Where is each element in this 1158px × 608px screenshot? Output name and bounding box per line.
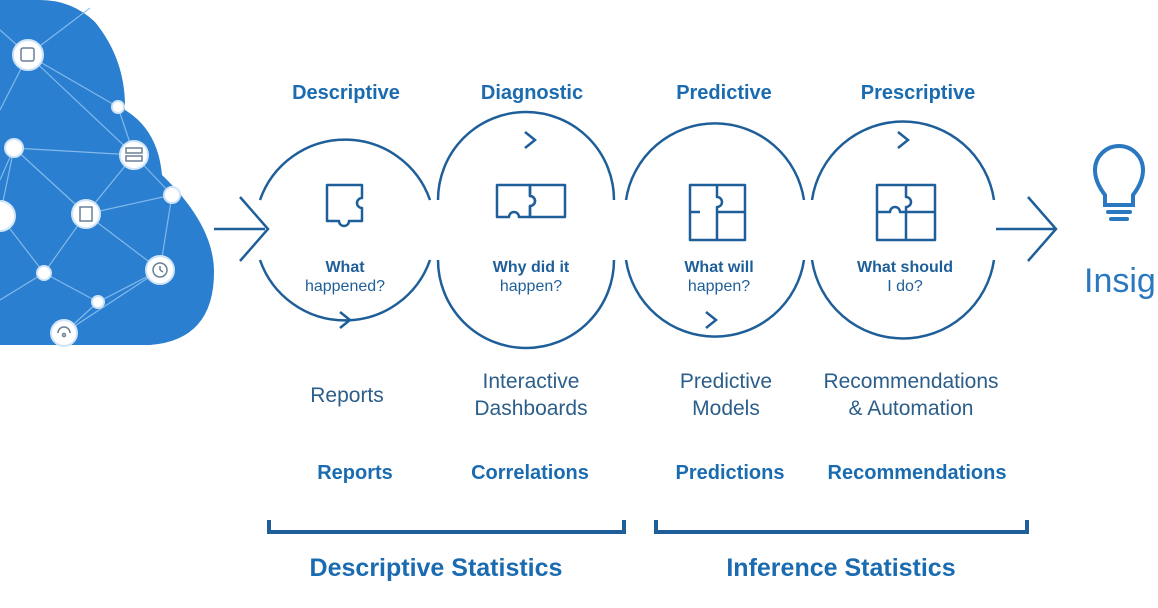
puzzle-piece-icon [325,183,364,228]
question-diagnostic-bold: Why did it [492,259,570,276]
tool-predictive-line-2: Models [692,397,760,420]
question-diagnostic: Why did it happen? [466,258,596,296]
insight-label: Insigh [1084,262,1158,300]
data-cloud-icon [0,0,214,347]
question-prescriptive: What should I do? [840,258,970,296]
heading-prescriptive: Prescriptive [860,82,976,104]
bracket-inference-statistics [654,520,1029,534]
question-predictive-bold: What will [684,259,754,276]
two-piece-puzzle-icon [495,183,567,219]
output-diagnostic: Correlations [471,462,589,484]
tool-descriptive-line: Reports [310,384,384,407]
output-prescriptive: Recommendations [827,462,1007,484]
question-descriptive-bold: What [325,259,365,276]
stage-circle-diagnostic [436,110,616,350]
question-prescriptive-rest: I do? [887,278,923,295]
tool-diagnostic: Interactive Dashboards [426,368,636,422]
tool-diagnostic-line-1: Interactive [482,370,580,393]
group-label-descriptive-statistics: Descriptive Statistics [309,554,563,582]
stage-circle-descriptive [258,138,432,329]
tool-predictive: Predictive Models [621,368,831,422]
bracket-descriptive-statistics [267,520,626,534]
stage-circle-predictive [624,122,806,338]
output-predictive: Predictions [675,462,785,484]
tool-diagnostic-line-2: Dashboards [474,397,588,420]
flow-arrow-in [214,196,270,262]
question-predictive-rest: happen? [687,278,751,295]
group-label-inference-statistics: Inference Statistics [726,554,956,582]
output-descriptive: Reports [317,462,393,484]
question-prescriptive-bold: What should [857,259,953,276]
three-piece-puzzle-icon [688,183,747,242]
lightbulb-icon [1092,144,1146,221]
question-descriptive: What happened? [280,258,410,296]
tool-prescriptive: Recommendations & Automation [806,368,1016,422]
stage-circle-prescriptive [810,120,996,340]
heading-diagnostic: Diagnostic [480,82,584,104]
tool-prescriptive-line-2: & Automation [848,397,974,420]
tool-descriptive: Reports [242,382,452,409]
question-descriptive-rest: happened? [304,278,386,295]
flow-arrow-out [996,196,1058,262]
heading-predictive: Predictive [676,82,772,104]
heading-descriptive: Descriptive [292,82,400,104]
tool-prescriptive-line-1: Recommendations [823,370,999,393]
tool-predictive-line-1: Predictive [679,370,773,393]
question-predictive: What will happen? [654,258,784,296]
four-piece-puzzle-icon [875,183,937,242]
question-diagnostic-rest: happen? [499,278,563,295]
